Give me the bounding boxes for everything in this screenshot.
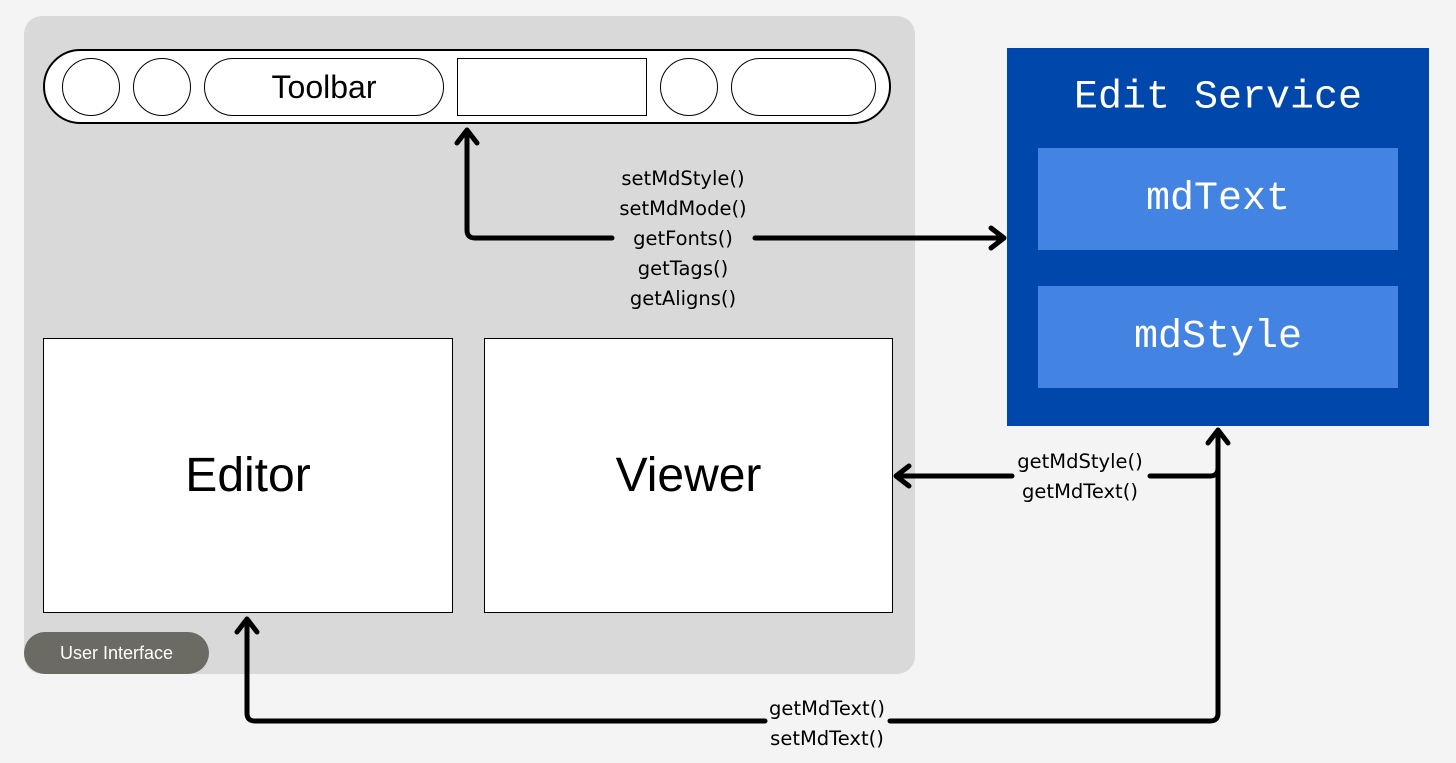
method-label: getAligns() [629, 287, 737, 310]
md-style-field: mdStyle [1038, 286, 1398, 388]
method-label: getMdText() [1022, 480, 1138, 503]
toolbar-service-methods: setMdStyle() setMdMode() getFonts() getT… [602, 164, 764, 314]
method-label: setMdStyle() [621, 167, 745, 190]
method-label: getMdText() [769, 697, 885, 720]
toolbar-button-3[interactable] [660, 58, 718, 116]
toolbar-button-2[interactable] [133, 58, 191, 116]
viewer-service-connector-right [1147, 465, 1221, 479]
method-label: getFonts() [633, 227, 733, 250]
user-interface-badge: User Interface [24, 632, 209, 674]
toolbar-label: Toolbar [204, 58, 444, 116]
service-arrowhead [988, 225, 1007, 251]
toolbar-button-1[interactable] [62, 58, 120, 116]
method-label: getTags() [637, 257, 729, 280]
md-text-field: mdText [1038, 148, 1398, 250]
method-label: getMdStyle() [1017, 450, 1143, 473]
editor-service-methods: getMdText() setMdText() [755, 694, 899, 754]
service-bottom-arrowhead [1205, 427, 1231, 446]
editor-arrowhead [234, 616, 260, 635]
method-label: setMdText() [770, 727, 884, 750]
toolbar-service-connector [464, 129, 615, 241]
editor-service-connector-right [887, 429, 1221, 724]
editor-service-connector-left [244, 618, 768, 724]
toolbar-button-4[interactable] [731, 58, 876, 116]
viewer-service-methods: getMdStyle() getMdText() [1003, 447, 1157, 507]
viewer-arrowhead [893, 463, 912, 489]
toolbar-input[interactable] [457, 58, 647, 116]
viewer-pane: Viewer [484, 338, 893, 613]
toolbar-arrowhead [454, 127, 480, 146]
method-label: setMdMode() [619, 197, 747, 220]
edit-service-title: Edit Service [1073, 75, 1363, 121]
editor-pane: Editor [43, 338, 453, 613]
